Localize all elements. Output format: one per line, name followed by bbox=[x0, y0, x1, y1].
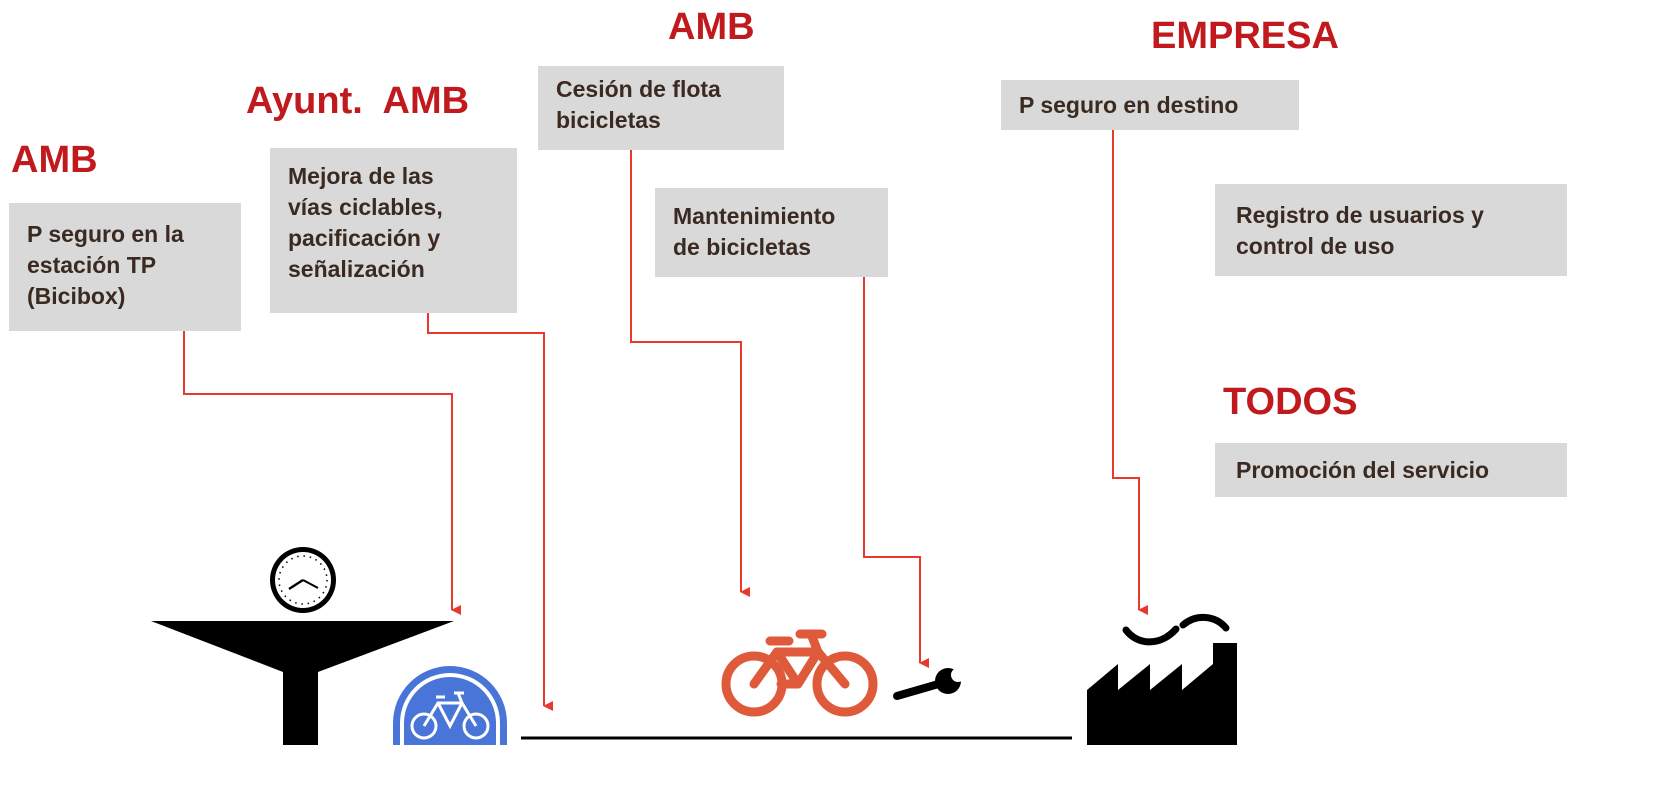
bicibox-parking-icon bbox=[393, 666, 507, 745]
box-mantenimiento: Mantenimiento de bicicletas bbox=[655, 188, 888, 277]
box-line: control de uso bbox=[1236, 233, 1395, 260]
wrench-icon bbox=[893, 668, 965, 700]
box-registro-usuarios: Registro de usuarios y control de uso bbox=[1215, 184, 1567, 276]
connector-flota-to-bicycle bbox=[630, 150, 750, 597]
box-line: señalización bbox=[288, 256, 425, 283]
box-line: (Bicibox) bbox=[27, 283, 126, 310]
bicycle-icon bbox=[721, 629, 878, 717]
box-line: de bicicletas bbox=[673, 234, 812, 261]
box-p-seguro-destino: P seguro en destino bbox=[1001, 80, 1299, 130]
box-line: Cesión de flota bbox=[556, 76, 721, 102]
box-line: bicicletas bbox=[556, 107, 661, 134]
heading-amb-left: AMB bbox=[11, 139, 98, 181]
box-line: Mantenimiento bbox=[673, 203, 836, 229]
connector-vias-to-road bbox=[427, 313, 553, 711]
box-line: estación TP bbox=[27, 252, 157, 279]
box-promocion: Promoción del servicio bbox=[1215, 443, 1567, 497]
heading-empresa: EMPRESA bbox=[1151, 15, 1339, 57]
box-line: P seguro en destino bbox=[1019, 92, 1239, 118]
box-line: pacificación y bbox=[288, 225, 441, 252]
box-line: Promoción del servicio bbox=[1236, 457, 1490, 483]
box-line: vías ciclables, bbox=[288, 194, 443, 221]
box-mejora-vias: Mejora de las vías ciclables, pacificaci… bbox=[270, 148, 517, 313]
factory-icon bbox=[1087, 614, 1237, 745]
connector-mantenimiento-to-wrench bbox=[863, 277, 929, 668]
connector-destino-to-factory bbox=[1112, 130, 1148, 615]
connector-estacion-to-bicibox bbox=[183, 331, 461, 615]
box-line: Registro de usuarios y bbox=[1236, 202, 1484, 228]
clock-icon bbox=[270, 547, 336, 613]
connectors bbox=[183, 130, 1148, 711]
box-cesion-flota: Cesión de flota bicicletas bbox=[538, 66, 784, 150]
box-line: Mejora de las bbox=[288, 163, 434, 189]
transit-station-icon bbox=[151, 621, 454, 745]
heading-ayunt-amb: Ayunt. AMB bbox=[246, 80, 470, 122]
heading-amb-center: AMB bbox=[668, 6, 755, 48]
heading-todos: TODOS bbox=[1223, 381, 1358, 423]
box-p-seguro-estacion: P seguro en la estación TP (Bicibox) bbox=[9, 203, 241, 331]
box-line: P seguro en la bbox=[27, 221, 184, 247]
